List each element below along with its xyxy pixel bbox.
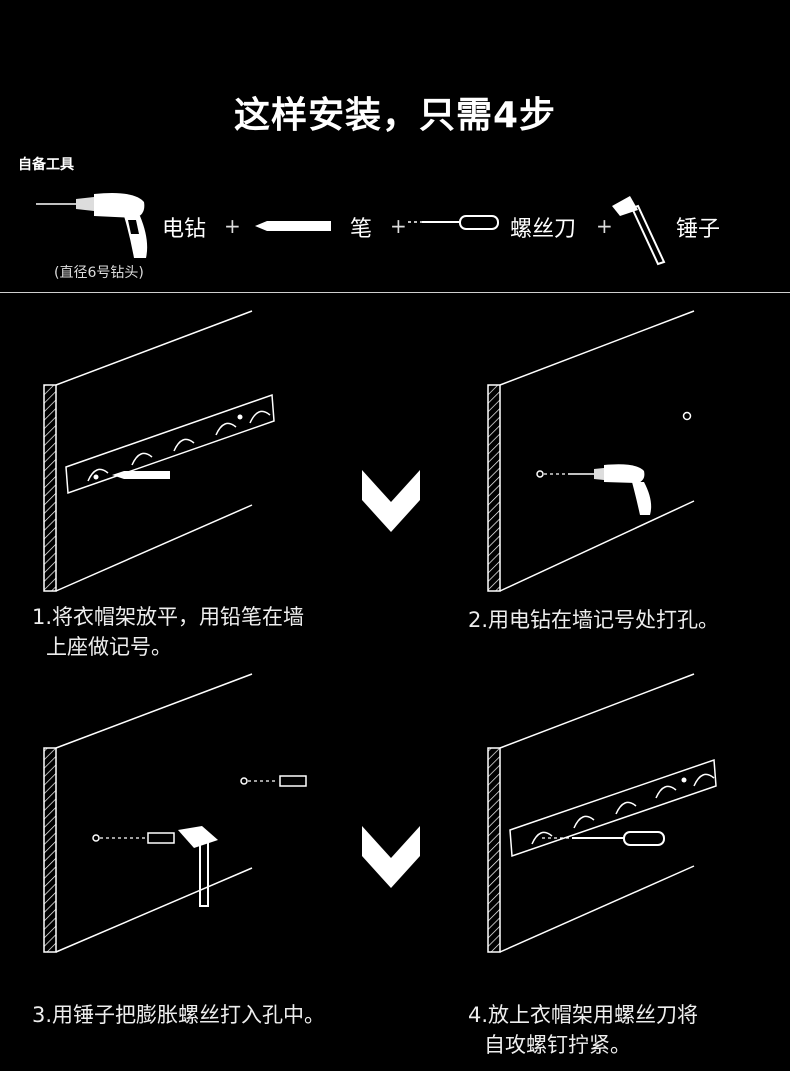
drill-bit-note: (直径6号钻头)	[54, 265, 144, 281]
tool-label-pen: 笔	[350, 217, 373, 242]
divider	[0, 292, 790, 293]
step3-illustration	[43, 673, 307, 953]
hammer-icon	[612, 196, 666, 266]
tool-label-screwdriver: 螺丝刀	[510, 217, 577, 242]
step2-illustration	[487, 310, 695, 592]
page-title: 这样安装，只需4步	[233, 95, 557, 136]
tools-heading: 自备工具	[18, 157, 74, 173]
step4-text: 4.放上衣帽架用螺丝刀将 自攻螺钉拧紧。	[468, 1003, 699, 1057]
screwdriver-icon	[408, 215, 499, 230]
chevron-down-icon	[362, 470, 420, 532]
chevron-down-icon	[362, 826, 420, 888]
plus-sign: +	[224, 214, 241, 238]
step3-text: 3.用锤子把膨胀螺丝打入孔中。	[32, 1003, 326, 1027]
step1-illustration	[43, 310, 275, 592]
plus-sign: +	[596, 214, 613, 238]
step1-text: 1.将衣帽架放平，用铅笔在墙 上座做记号。	[32, 605, 305, 659]
step4-illustration	[487, 673, 717, 953]
plus-sign: +	[390, 214, 407, 238]
tool-label-drill: 电钻	[162, 217, 207, 242]
drill-icon	[36, 193, 148, 258]
tool-label-hammer: 锤子	[676, 217, 721, 242]
step2-text: 2.用电钻在墙记号处打孔。	[468, 608, 720, 632]
pen-icon	[255, 221, 331, 231]
